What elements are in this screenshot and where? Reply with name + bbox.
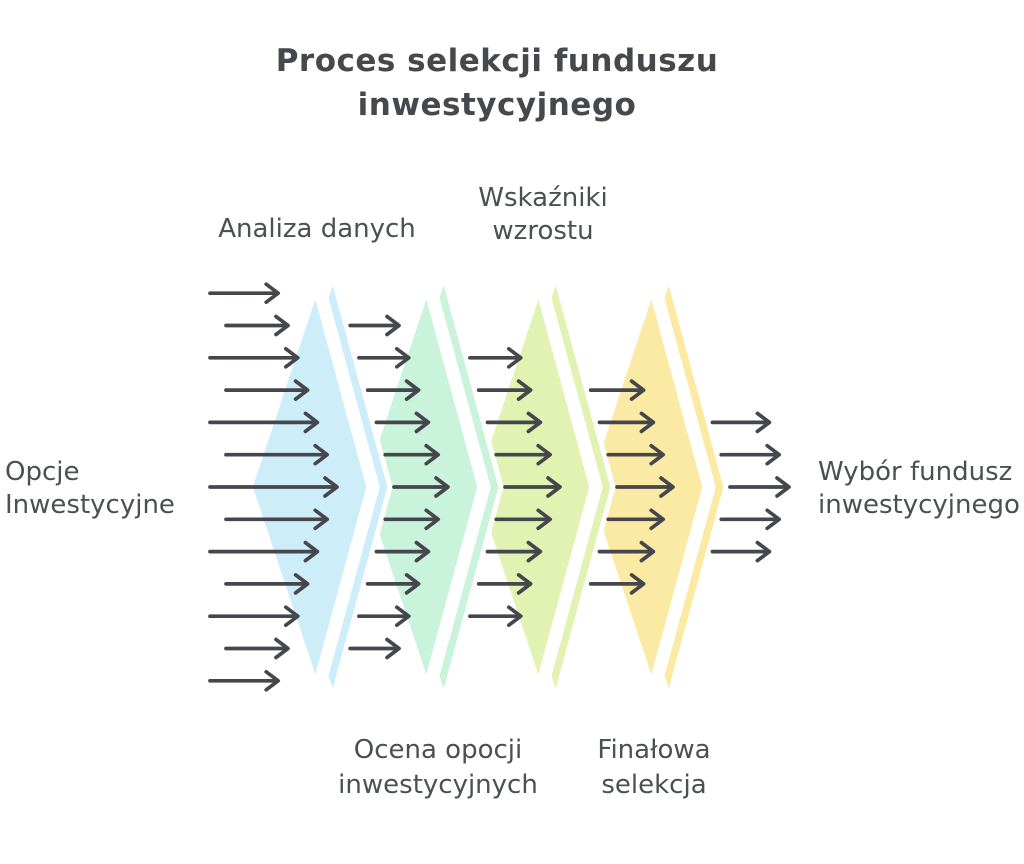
flow-arrow-head — [404, 573, 421, 595]
stage-label-analiza-danych-line1: Analiza danych — [218, 214, 416, 244]
page-title-line1: Proces selekcji funduszu — [275, 42, 719, 79]
stage-label-wskazniki-wzrostu-line2: wzrostu — [492, 216, 594, 246]
flow-arrow-head — [649, 508, 666, 531]
arrow-column-after-stage-1 — [348, 314, 450, 660]
flow-arrow-head — [293, 379, 310, 401]
flow-arrow-head — [629, 379, 646, 401]
input-label-line2: Inwestycyjne — [5, 490, 175, 520]
flow-arrow-head — [303, 411, 320, 434]
flow-arrow-head — [434, 476, 450, 498]
stage-label-ocena-opcji-line2: inwestycyjnych — [338, 770, 538, 800]
flow-arrow-head — [274, 314, 290, 337]
page-title: Proces selekcji funduszu inwestycyjnego — [237, 39, 757, 127]
stage-label-ocena-opcji-line1: Ocena opocji — [353, 735, 523, 765]
flow-arrow-head — [506, 605, 523, 628]
output-label-line2: inwestycyjnego — [818, 490, 1020, 520]
flow-arrow-head — [775, 476, 791, 498]
flow-arrow-head — [526, 540, 543, 563]
flow-arrow-head — [765, 443, 782, 466]
flow-arrow-head — [659, 476, 675, 498]
stage-label-wskazniki-wzrostu: Wskaźniki wzrostu — [478, 182, 607, 248]
flow-arrow-head — [385, 314, 401, 337]
flow-arrow-head — [274, 637, 290, 660]
flow-arrow-head — [293, 573, 310, 595]
flow-arrow-head — [536, 508, 553, 531]
stage-label-ocena-opcji: Ocena opocji inwestycyjnych — [338, 733, 538, 803]
flow-arrow-head — [385, 637, 401, 660]
flow-arrow-head — [765, 508, 782, 531]
flow-arrow-head — [516, 573, 533, 595]
flow-arrow-head — [526, 411, 543, 434]
flow-arrow-head — [283, 605, 300, 628]
flow-arrow-head — [414, 540, 431, 563]
flow-arrow-head — [424, 508, 441, 531]
flow-arrow-head — [264, 669, 281, 692]
flow-arrow-head — [313, 508, 330, 531]
flow-arrow-head — [629, 573, 646, 595]
flow-arrow-head — [424, 443, 441, 466]
flow-arrow-head — [506, 346, 523, 369]
arrow-column-after-stage-3 — [588, 379, 675, 595]
flow-arrow-head — [516, 379, 533, 401]
flow-arrow-head — [283, 346, 300, 369]
arrow-column-input — [208, 282, 339, 692]
flow-arrow-head — [323, 476, 339, 498]
flow-arrow-head — [639, 540, 656, 563]
flow-arrow-head — [394, 605, 411, 628]
flow-arrow-head — [313, 443, 330, 466]
stage-label-finalowa-selekcja: Finałowa selekcja — [597, 733, 710, 803]
flow-arrow-head — [404, 379, 421, 401]
stage-label-finalowa-selekcja-line1: Finałowa — [597, 735, 711, 765]
flow-arrow-head — [639, 411, 656, 434]
stage-label-finalowa-selekcja-line2: selekcja — [601, 770, 707, 800]
flow-arrow-head — [414, 411, 431, 434]
flow-arrow-head — [546, 476, 562, 498]
arrow-column-after-stage-2 — [468, 346, 562, 628]
flow-arrow-head — [649, 443, 666, 466]
input-label-line1: Opcje — [5, 457, 80, 487]
output-label: Wybór fundusz inwestycyjnego — [818, 456, 1020, 522]
flow-arrow-head — [264, 282, 281, 305]
flow-arrow-head — [303, 540, 320, 563]
flow-arrow-head — [394, 346, 411, 369]
stage-label-wskazniki-wzrostu-line1: Wskaźniki — [478, 183, 608, 213]
stage-label-analiza-danych: Analiza danych — [218, 213, 416, 246]
flow-arrow-head — [755, 411, 772, 434]
page-title-line2: inwestycyjnego — [357, 86, 637, 123]
flow-arrow-head — [755, 540, 772, 563]
arrow-column-output — [710, 411, 791, 563]
input-label: Opcje Inwestycyjne — [5, 456, 175, 522]
flow-arrow-head — [536, 443, 553, 466]
output-label-line1: Wybór fundusz — [818, 457, 1013, 487]
